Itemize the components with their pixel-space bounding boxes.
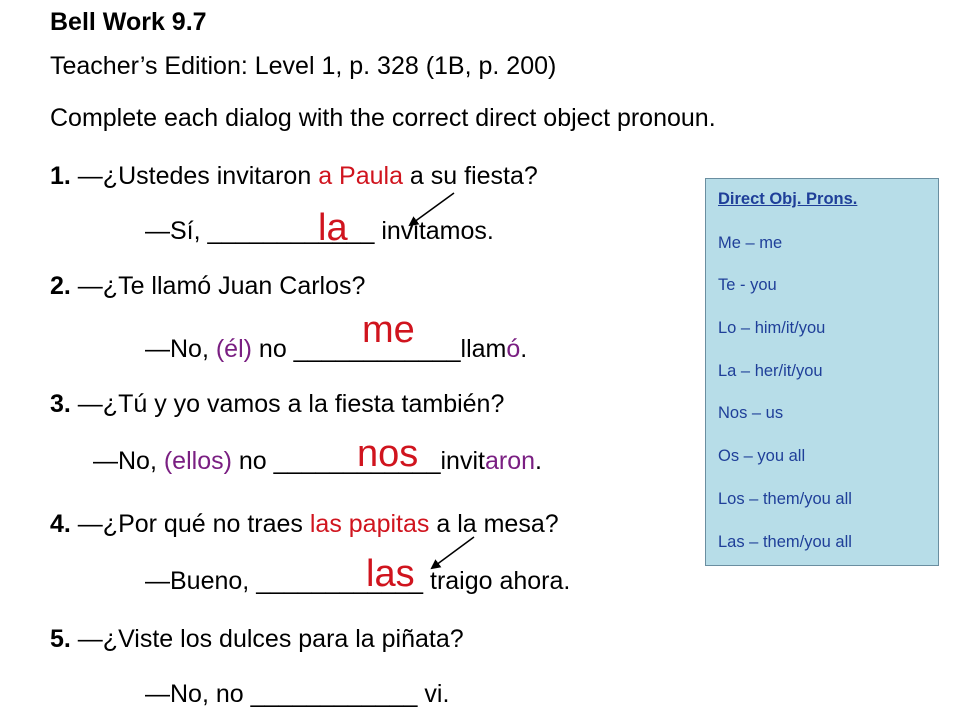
pronoun-box-heading: Direct Obj. Prons. <box>718 190 858 208</box>
item-5-question: 5. —¿Viste los dulces para la piñata? <box>50 624 464 654</box>
answer-blank: ____________ <box>250 680 418 708</box>
question-text: —¿Por qué no traes <box>70 510 310 538</box>
item-2-response: —No, (él) no ____________llamó. <box>145 334 527 364</box>
direct-object-highlight: las papitas <box>309 510 430 538</box>
answer-blank: ____________ <box>207 217 375 245</box>
question-text: —¿Ustedes invitaron <box>70 162 319 190</box>
response-text: no <box>251 335 294 363</box>
answer-blank: ____________ <box>273 447 441 475</box>
pronoun-item: Os – you all <box>718 447 806 465</box>
subject-pronoun: (él) <box>215 335 252 363</box>
item-number: 5. <box>50 625 71 653</box>
question-text: —¿Tú y yo vamos a la fiesta también? <box>70 390 505 418</box>
direct-object-pronoun-box: Direct Obj. Prons. Me – me Te - you Lo –… <box>705 178 939 566</box>
response-text: invitamos. <box>374 217 494 245</box>
item-3-question: 3. —¿Tú y yo vamos a la fiesta también? <box>50 389 504 419</box>
response-text: —Sí, <box>145 217 208 245</box>
item-number: 1. <box>50 162 71 190</box>
instructions: Complete each dialog with the correct di… <box>50 104 716 132</box>
response-text: traigo ahora. <box>423 567 571 595</box>
question-text: —¿Te llamó Juan Carlos? <box>70 272 366 300</box>
verb-stem: llam <box>460 335 507 363</box>
direct-object-highlight: a Paula <box>318 162 403 190</box>
response-text: —No, <box>93 447 164 475</box>
verb-ending: aron <box>484 447 536 475</box>
arrow-icon <box>408 192 455 227</box>
verb-stem: invit <box>440 447 485 475</box>
question-text: a su fiesta? <box>402 162 538 190</box>
answer-nos: nos <box>357 433 419 475</box>
response-text: . <box>520 335 528 363</box>
answer-blank: ____________ <box>293 335 461 363</box>
verb-ending: ó <box>506 335 521 363</box>
teacher-edition-reference: Teacher’s Edition: Level 1, p. 328 (1B, … <box>50 52 557 80</box>
item-3-response: —No, (ellos) no ____________invitaron. <box>93 446 542 476</box>
pronoun-item: Me – me <box>718 234 783 252</box>
question-text: —¿Viste los dulces para la piñata? <box>70 625 464 653</box>
answer-me: me <box>362 309 415 351</box>
item-1-response: —Sí, ____________ invitamos. <box>145 216 494 246</box>
response-text: —Bueno, <box>145 567 257 595</box>
pronoun-item: Lo – him/it/you <box>718 319 826 337</box>
pronoun-item: Nos – us <box>718 404 784 422</box>
response-text: . <box>535 447 542 475</box>
answer-la: la <box>318 207 348 249</box>
item-2-question: 2. —¿Te llamó Juan Carlos? <box>50 271 365 301</box>
item-number: 3. <box>50 390 71 418</box>
response-text: vi. <box>417 680 450 708</box>
response-text: no <box>231 447 274 475</box>
item-4-question: 4. —¿Por qué no traes las papitas a la m… <box>50 509 559 539</box>
arrow-icon <box>430 536 475 570</box>
item-1-question: 1. —¿Ustedes invitaron a Paula a su fies… <box>50 161 538 191</box>
question-text: a la mesa? <box>429 510 559 538</box>
item-5-response: —No, no ____________ vi. <box>145 679 449 709</box>
item-4-response: —Bueno, ____________ traigo ahora. <box>145 566 570 596</box>
subject-pronoun: (ellos) <box>163 447 232 475</box>
response-text: —No, no <box>145 680 251 708</box>
pronoun-item: Los – them/you all <box>718 490 852 508</box>
pronoun-item: Te - you <box>718 276 777 294</box>
answer-blank: ____________ <box>256 567 424 595</box>
bell-work-title: Bell Work 9.7 <box>50 8 207 36</box>
item-number: 4. <box>50 510 71 538</box>
answer-las: las <box>366 553 415 595</box>
pronoun-item: Las – them/you all <box>718 533 852 551</box>
pronoun-item: La – her/it/you <box>718 362 823 380</box>
item-number: 2. <box>50 272 71 300</box>
response-text: —No, <box>145 335 216 363</box>
